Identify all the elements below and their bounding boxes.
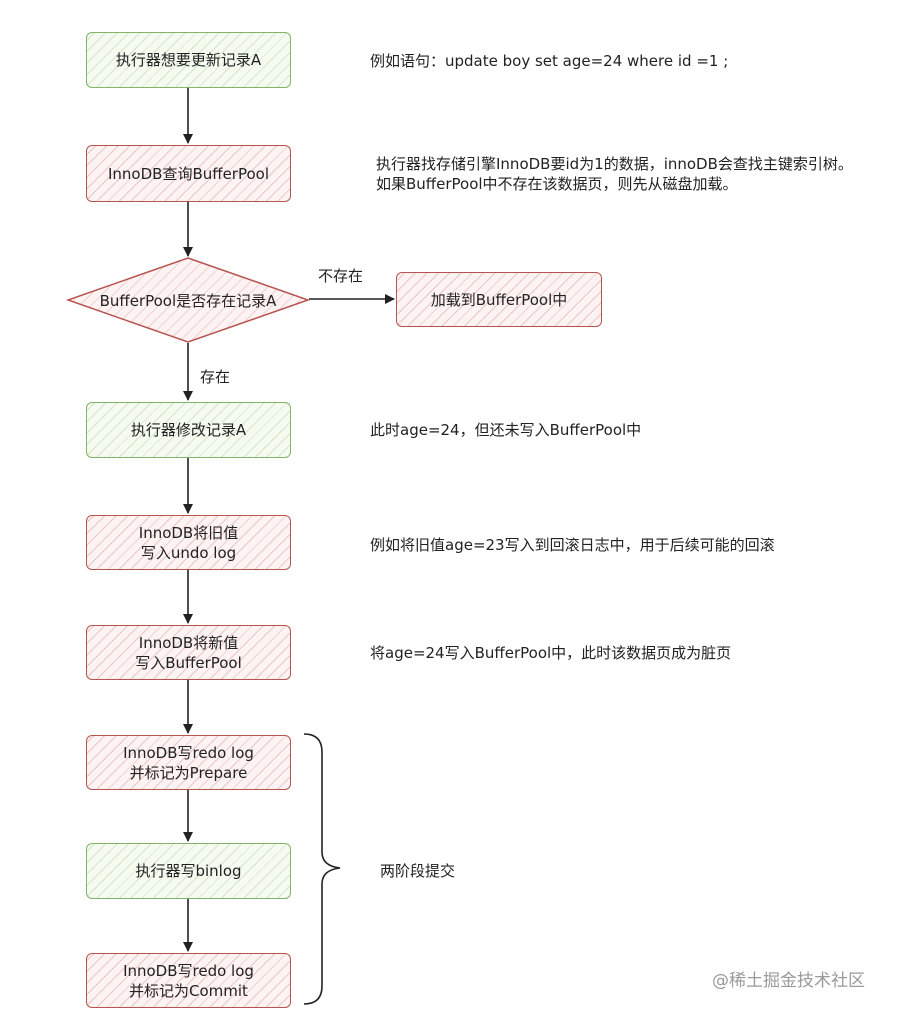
step-redo-prepare: InnoDB写redo log 并标记为Prepare (86, 735, 291, 790)
step-update-record: 执行器想要更新记录A (86, 32, 291, 88)
watermark: @稀土掘金技术社区 (712, 971, 865, 991)
step-redo-prepare-line2: 并标记为Prepare (129, 763, 248, 782)
step-query-bufferpool-label: InnoDB查询BufferPool (107, 164, 270, 183)
note-two-phase-commit: 两阶段提交 (380, 862, 456, 880)
note-query-line2: 如果BufferPool中不存在该数据页，则先从磁盘加载。 (376, 175, 738, 193)
step-load-bufferpool: 加载到BufferPool中 (396, 272, 602, 327)
step-write-undo-log-line2: 写入undo log (140, 543, 237, 562)
step-redo-commit-line1: InnoDB写redo log (123, 961, 254, 980)
step-write-binlog-label: 执行器写binlog (135, 862, 242, 880)
step-redo-prepare-line1: InnoDB写redo log (123, 743, 254, 762)
note-example-statement: 例如语句：update boy set age=24 where id =1 ; (370, 52, 729, 70)
step-write-undo-log-line1: InnoDB将旧值 (138, 523, 239, 542)
step-redo-commit: InnoDB写redo log 并标记为Commit (86, 953, 291, 1008)
step-write-bufferpool-line2: 写入BufferPool (135, 653, 242, 672)
note-modify: 此时age=24，但还未写入BufferPool中 (370, 421, 642, 439)
step-update-record-label: 执行器想要更新记录A (115, 51, 262, 69)
note-dirty-page: 将age=24写入BufferPool中，此时该数据页成为脏页 (370, 644, 732, 662)
note-query-line1: 执行器找存储引擎InnoDB要id为1的数据，innoDB会查找主键索引树。 (376, 155, 853, 173)
two-phase-brace (303, 733, 341, 1005)
edge-label-exist: 存在 (200, 368, 231, 386)
step-write-binlog: 执行器写binlog (86, 843, 291, 899)
decision-diamond (65, 257, 311, 343)
step-modify-record: 执行器修改记录A (86, 402, 291, 458)
step-write-bufferpool: InnoDB将新值 写入BufferPool (86, 625, 291, 680)
step-redo-commit-line2: 并标记为Commit (129, 981, 248, 1000)
step-write-undo-log: InnoDB将旧值 写入undo log (86, 515, 291, 570)
note-undo-log: 例如将旧值age=23写入到回滚日志中，用于后续可能的回滚 (370, 536, 775, 554)
step-load-bufferpool-label: 加载到BufferPool中 (430, 290, 568, 309)
decision-label: BufferPool是否存在记录A (99, 291, 277, 310)
step-query-bufferpool: InnoDB查询BufferPool (86, 145, 291, 202)
step-write-bufferpool-line1: InnoDB将新值 (138, 633, 239, 652)
step-modify-record-label: 执行器修改记录A (130, 421, 247, 439)
edge-label-not-exist: 不存在 (318, 267, 364, 285)
